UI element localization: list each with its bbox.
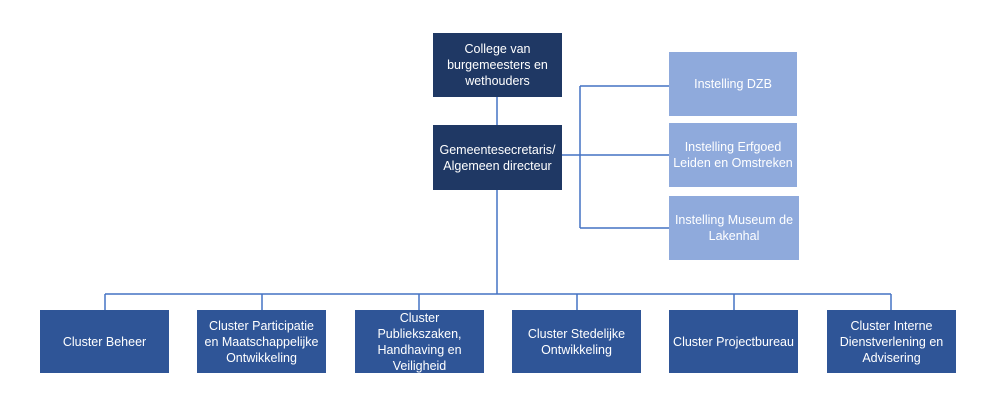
secretary-box: Gemeentesecretaris/ Algemeen directeur xyxy=(433,125,562,190)
cluster-label: Cluster Interne Dienstverlening en Advis… xyxy=(839,318,944,365)
college-label: College van burgemeesters en wethouders xyxy=(447,42,548,88)
cluster-stedelijke-box: Cluster Stedelijke Ontwikkeling xyxy=(512,310,641,373)
cluster-label: Cluster Projectbureau xyxy=(673,334,794,349)
institution-label: Instelling Erfgoed Leiden en Omstreken xyxy=(673,140,793,170)
cluster-label: Cluster Publiekszaken, Handhaving en Vei… xyxy=(377,310,462,373)
cluster-publiekszaken-box: Cluster Publiekszaken, Handhaving en Vei… xyxy=(355,310,484,373)
cluster-interne-box: Cluster Interne Dienstverlening en Advis… xyxy=(827,310,956,373)
institution-erfgoed-box: Instelling Erfgoed Leiden en Omstreken xyxy=(669,123,797,187)
college-box: College van burgemeesters en wethouders xyxy=(433,33,562,97)
cluster-label: Cluster Stedelijke Ontwikkeling xyxy=(527,326,626,357)
cluster-beheer-box: Cluster Beheer xyxy=(40,310,169,373)
cluster-participatie-box: Cluster Participatie en Maatschappelijke… xyxy=(197,310,326,373)
cluster-projectbureau-box: Cluster Projectbureau xyxy=(669,310,798,373)
institution-dzb-box: Instelling DZB xyxy=(669,52,797,116)
institution-lakenhal-box: Instelling Museum de Lakenhal xyxy=(669,196,799,260)
cluster-label: Cluster Beheer xyxy=(62,334,147,349)
institution-label: Instelling Museum de Lakenhal xyxy=(674,213,794,243)
institution-label: Instelling DZB xyxy=(694,77,772,91)
cluster-label: Cluster Participatie en Maatschappelijke… xyxy=(204,318,319,365)
secretary-label: Gemeentesecretaris/ Algemeen directeur xyxy=(439,142,556,173)
